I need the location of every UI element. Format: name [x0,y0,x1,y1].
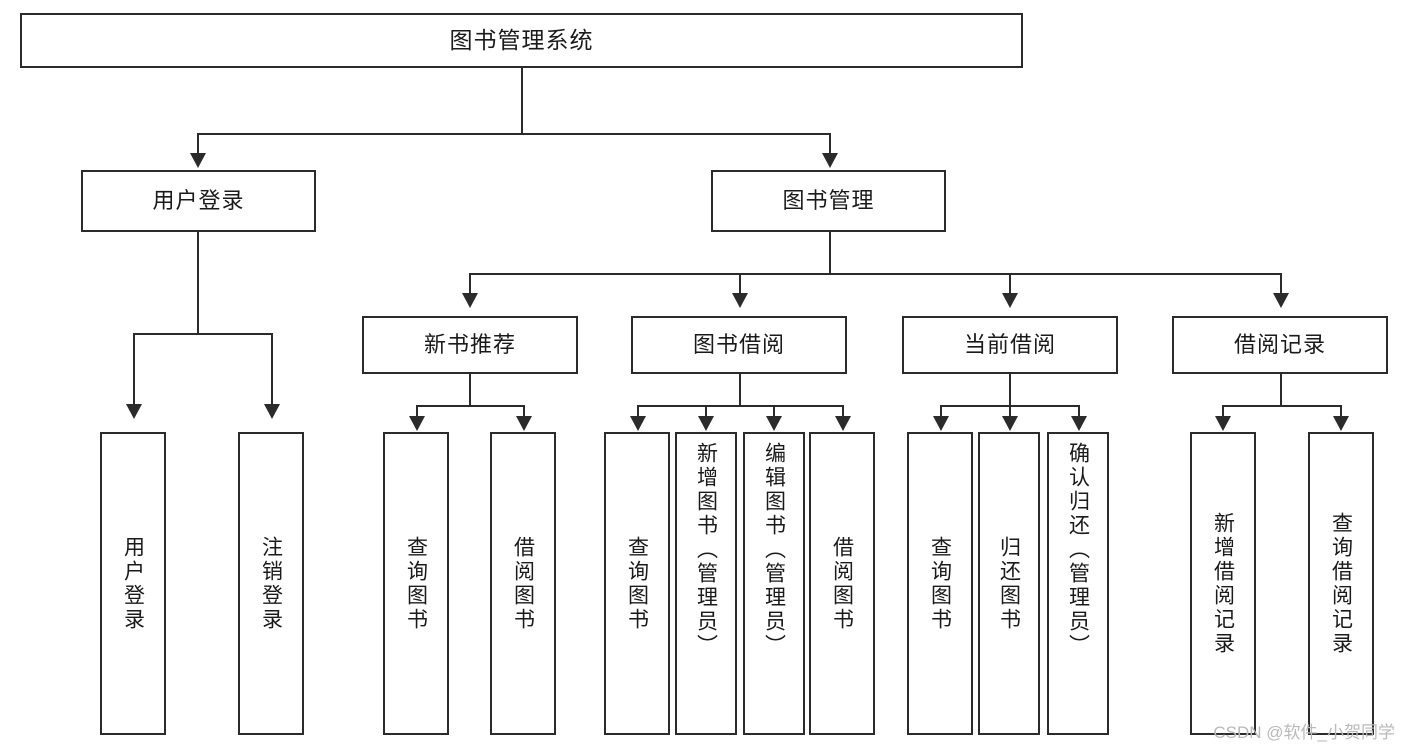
connector-user-login-child-2 [271,333,273,406]
arrowhead-nbr-child-2 [516,416,532,431]
leaf-cb-return-book[interactable]: 归还图书 [978,432,1040,735]
leaf-label: 查询图书 [404,535,428,632]
connector-root-to-user-login [197,133,199,155]
arrowhead-br-child-1 [1215,416,1231,431]
arrowhead-bm-child-1 [462,293,478,308]
leaf-label: 编辑图书（管理员） [762,442,786,658]
connector-bm-child-4 [1280,273,1282,295]
connector-cb-child-2 [1009,405,1011,418]
leaf-label: 查询借阅记录 [1329,511,1353,656]
leaf-bb-add-book-admin[interactable]: 新增图书（管理员） [675,432,737,735]
connector-cb-stem [1009,374,1011,405]
leaf-label: 新增图书（管理员） [694,442,718,658]
connector-root-bar [197,133,829,135]
connector-nbr-child-2 [523,405,525,418]
node-label: 图书管理系统 [449,26,594,53]
leaf-label: 查询图书 [928,535,952,632]
node-label: 用户登录 [152,188,245,214]
connector-bb-child-4 [842,405,844,418]
leaf-label: 归还图书 [997,535,1021,632]
connector-user-login-bar [133,333,272,335]
connector-nbr-bar [416,405,523,407]
connector-bb-bar [637,405,842,407]
node-book-management[interactable]: 图书管理 [711,170,946,232]
arrowhead-bb-child-1 [630,416,646,431]
arrowhead-bb-child-4 [835,416,851,431]
arrowhead-user-login-child-1 [126,404,142,419]
arrowhead-br-child-2 [1333,416,1349,431]
connector-user-login-child-1 [133,333,135,406]
arrowhead-cb-child-3 [1071,416,1087,431]
leaf-label: 借阅图书 [511,535,535,632]
connector-br-stem [1280,374,1282,405]
leaf-label: 确认归还（管理员） [1066,442,1090,658]
node-label: 新书推荐 [423,332,516,358]
leaf-label: 用户登录 [121,535,145,632]
connector-nbr-stem [469,374,471,405]
leaf-nbr-borrow-book[interactable]: 借阅图书 [490,432,556,735]
arrowhead-root-to-book-management [822,153,838,168]
node-label: 借阅记录 [1233,332,1326,358]
leaf-cb-query-book[interactable]: 查询图书 [907,432,973,735]
connector-br-bar [1222,405,1340,407]
leaf-label: 新增借阅记录 [1211,511,1235,656]
node-label: 图书借阅 [692,332,785,358]
leaf-nbr-query-book[interactable]: 查询图书 [383,432,449,735]
leaf-bb-edit-book-admin[interactable]: 编辑图书（管理员） [743,432,805,735]
node-label: 图书管理 [782,188,875,214]
connector-br-child-1 [1222,405,1224,418]
node-new-book-recommend[interactable]: 新书推荐 [362,316,578,374]
leaf-user-login-logout[interactable]: 注销登录 [238,432,304,735]
node-current-borrow[interactable]: 当前借阅 [902,316,1118,374]
connector-bb-child-2 [705,405,707,418]
leaf-label: 借阅图书 [830,535,854,632]
connector-user-login-stem [197,232,199,333]
connector-bb-stem [739,374,741,405]
arrowhead-cb-child-1 [933,416,949,431]
arrowhead-bb-child-2 [698,416,714,431]
arrowhead-bm-child-3 [1002,293,1018,308]
connector-root-stem [521,68,523,133]
arrowhead-bm-child-2 [732,293,748,308]
leaf-br-add-record[interactable]: 新增借阅记录 [1190,432,1256,735]
leaf-br-query-record[interactable]: 查询借阅记录 [1308,432,1374,735]
node-book-borrow[interactable]: 图书借阅 [631,316,847,374]
arrowhead-root-to-user-login [190,153,206,168]
connector-br-child-2 [1340,405,1342,418]
connector-cb-child-1 [940,405,942,418]
leaf-bb-borrow-book[interactable]: 借阅图书 [809,432,875,735]
leaf-bb-query-book[interactable]: 查询图书 [604,432,670,735]
node-label: 当前借阅 [963,332,1056,358]
csdn-watermark: CSDN @软件_小贺同学 [1213,723,1395,742]
arrowhead-bb-child-3 [766,416,782,431]
connector-bm-child-2 [739,273,741,295]
node-user-login[interactable]: 用户登录 [81,170,316,232]
node-root-book-management-system[interactable]: 图书管理系统 [20,13,1023,68]
arrowhead-user-login-child-2 [264,404,280,419]
leaf-user-login-login[interactable]: 用户登录 [100,432,166,735]
connector-bm-child-1 [469,273,471,295]
connector-cb-child-3 [1078,405,1080,418]
connector-book-management-bar [469,273,1280,275]
connector-bm-child-3 [1009,273,1011,295]
leaf-label: 查询图书 [625,535,649,632]
connector-nbr-child-1 [416,405,418,418]
arrowhead-bm-child-4 [1273,293,1289,308]
leaf-label: 注销登录 [259,535,283,632]
leaf-cb-confirm-return-admin[interactable]: 确认归还（管理员） [1047,432,1109,735]
node-borrow-record[interactable]: 借阅记录 [1172,316,1388,374]
arrowhead-nbr-child-1 [409,416,425,431]
arrowhead-cb-child-2 [1002,416,1018,431]
connector-book-management-stem [829,232,831,273]
connector-bb-child-3 [773,405,775,418]
connector-root-to-book-management [829,133,831,155]
connector-bb-child-1 [637,405,639,418]
